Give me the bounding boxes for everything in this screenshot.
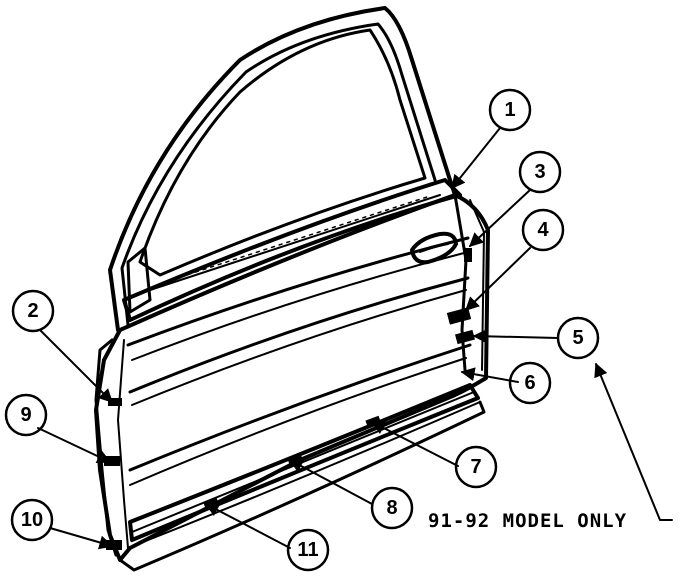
moulding-piece-3 xyxy=(464,248,472,262)
mirror-patch xyxy=(126,246,152,314)
door-illustration xyxy=(94,6,490,572)
moulding-piece-5 xyxy=(455,329,475,345)
svg-text:1: 1 xyxy=(504,99,515,121)
svg-text:3: 3 xyxy=(534,161,545,183)
svg-text:5: 5 xyxy=(572,327,583,349)
window-frame-outer xyxy=(108,6,457,332)
svg-text:9: 9 xyxy=(20,404,31,426)
callout-2: 2 xyxy=(11,289,55,333)
leader-7 xyxy=(370,421,459,467)
callouts: 1 3 4 5 6 7 8 11 xyxy=(4,88,600,572)
belt-line xyxy=(122,178,462,322)
window-frame-inner xyxy=(120,22,437,327)
leader-8 xyxy=(288,459,373,505)
callout-9: 9 xyxy=(4,393,48,437)
callout-5: 5 xyxy=(556,316,600,360)
svg-text:10: 10 xyxy=(21,509,43,531)
body-line-upper xyxy=(126,236,470,347)
lock-edge xyxy=(453,193,468,372)
leader-note xyxy=(594,362,673,521)
leader-4 xyxy=(464,247,531,311)
callout-11: 11 xyxy=(286,528,330,572)
door-handle xyxy=(410,231,458,265)
body-line-middle xyxy=(128,276,470,394)
callout-10: 10 xyxy=(10,498,54,542)
model-note: 91-92 MODEL ONLY xyxy=(428,510,627,532)
leader-lines xyxy=(37,127,673,550)
callout-6: 6 xyxy=(508,361,552,405)
leader-5 xyxy=(472,329,559,344)
callout-8: 8 xyxy=(370,486,414,530)
svg-text:7: 7 xyxy=(470,456,481,478)
callout-7: 7 xyxy=(454,445,498,489)
marker-10 xyxy=(106,540,122,550)
leader-1 xyxy=(451,127,501,190)
svg-text:4: 4 xyxy=(537,219,549,241)
bottom-moulding xyxy=(128,383,480,542)
leader-9 xyxy=(37,427,112,463)
svg-text:6: 6 xyxy=(524,372,535,394)
leader-2 xyxy=(39,329,113,403)
leader-3 xyxy=(468,189,531,247)
marker-9 xyxy=(104,456,120,466)
callout-3: 3 xyxy=(518,150,562,194)
leader-11 xyxy=(204,503,291,549)
body-line-lower xyxy=(128,343,472,472)
callout-4: 4 xyxy=(521,208,565,252)
window-glass-opening xyxy=(138,28,427,277)
leader-6 xyxy=(460,367,519,383)
door-outer-panel xyxy=(94,193,490,562)
leader-10 xyxy=(49,527,114,550)
hinge-edge xyxy=(94,338,118,557)
callout-1: 1 xyxy=(488,88,532,132)
svg-text:2: 2 xyxy=(27,300,38,322)
svg-text:8: 8 xyxy=(386,497,397,519)
moulding-piece-4 xyxy=(446,307,472,325)
marker-2 xyxy=(108,398,122,406)
svg-text:11: 11 xyxy=(297,539,318,561)
